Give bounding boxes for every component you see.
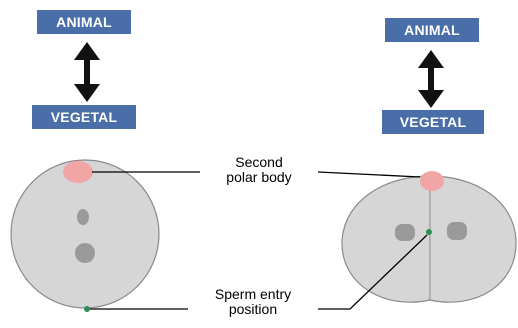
sperm-entry-label-line2: position — [188, 302, 318, 317]
nucleus-right-a — [395, 224, 415, 241]
polar-body-label-line2: polar body — [200, 170, 318, 185]
polar-body-right — [420, 171, 444, 191]
nucleus-right-b — [447, 222, 467, 240]
polar-body-left — [63, 161, 93, 183]
two-cell-embryo-right-blastomere — [430, 176, 516, 302]
one-cell-embryo — [11, 160, 159, 308]
polar-body-label: Second polar body — [200, 155, 318, 185]
polar-body-label-line1: Second — [200, 155, 318, 170]
two-cell-embryo-left-blastomere — [342, 176, 430, 302]
double-headed-arrow-icon-right — [418, 50, 444, 108]
sperm-entry-marker-left — [84, 306, 90, 312]
nucleus-left-lower — [75, 243, 95, 263]
nucleus-left-upper — [77, 209, 89, 225]
sperm-entry-marker-right — [426, 229, 432, 235]
sperm-entry-label: Sperm entry position — [188, 287, 318, 317]
sperm-entry-label-line1: Sperm entry — [188, 287, 318, 302]
polar-body-leader-right — [318, 172, 420, 177]
double-headed-arrow-icon-left — [74, 42, 100, 102]
